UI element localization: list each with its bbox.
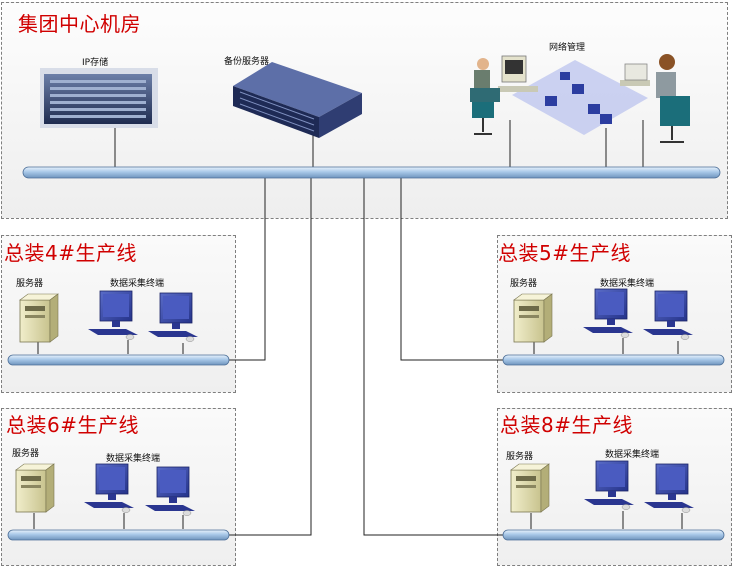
line8-server-icon	[510, 463, 550, 513]
ip-storage-device	[40, 68, 158, 128]
line4-terminal-2-icon	[148, 292, 198, 342]
line6-title: 总装6#生产线	[6, 413, 139, 437]
line6-terminal-1-icon	[84, 463, 134, 513]
line8-server-label: 服务器	[506, 452, 534, 462]
line5-terminal-1-icon	[583, 288, 633, 338]
backup-server-device	[233, 62, 362, 138]
line5-title: 总装5#生产线	[498, 241, 631, 265]
line6-server-icon	[15, 463, 55, 513]
line6-terminal-label: 数据采集终端	[106, 454, 161, 464]
line5-server-label: 服务器	[510, 279, 538, 289]
line8-terminal-1-icon	[584, 460, 634, 510]
line5-bus	[502, 354, 725, 366]
network-buses	[7, 166, 725, 541]
line5-server-icon	[513, 293, 553, 343]
line4-terminal-label: 数据采集终端	[110, 279, 165, 289]
backup-server-label: 备份服务器	[224, 57, 270, 67]
line6-terminal-2-icon	[145, 466, 195, 516]
line4-server-icon	[19, 293, 59, 343]
line4-bus	[7, 354, 230, 366]
line4-terminal-1-icon	[88, 290, 138, 340]
line6-server-label: 服务器	[12, 449, 40, 459]
datacenter-title: 集团中心机房	[18, 12, 141, 36]
line5-terminal-2-icon	[643, 290, 693, 340]
line4-server-label: 服务器	[16, 279, 44, 289]
line5-terminal-label: 数据采集终端	[600, 279, 655, 289]
network-mgmt-label: 网络管理	[549, 43, 586, 53]
line8-title: 总装8#生产线	[500, 413, 633, 437]
ip-storage-label: IP存储	[82, 58, 109, 68]
line6-bus	[7, 529, 230, 541]
connection-lines	[33, 120, 683, 536]
line8-bus	[502, 529, 725, 541]
network-mgmt-scene	[470, 54, 690, 143]
line8-terminal-2-icon	[644, 463, 694, 513]
line8-terminal-label: 数据采集终端	[605, 450, 660, 460]
line4-title: 总装4#生产线	[4, 241, 137, 265]
main-bus	[22, 166, 721, 179]
